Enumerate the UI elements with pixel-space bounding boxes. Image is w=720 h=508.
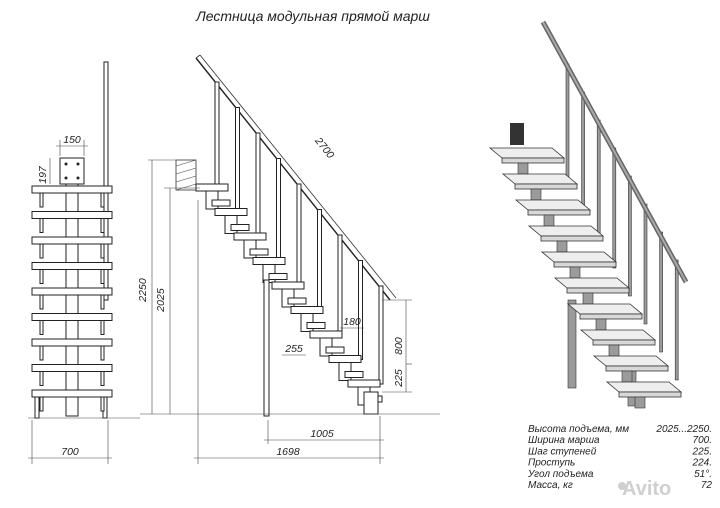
spec-value: 2025...2250.: [655, 424, 712, 435]
spec-value: 700.: [693, 435, 712, 446]
side-baluster: [358, 260, 363, 360]
side-step: [252, 257, 286, 265]
iso-step: [540, 251, 618, 279]
front-tread: [31, 262, 113, 270]
side-baluster: [276, 158, 281, 262]
side-baluster: [337, 234, 343, 336]
side-step: [233, 232, 267, 241]
watermark-text: Avito: [622, 478, 671, 500]
front-tread: [31, 185, 113, 194]
iso-step: [592, 355, 670, 383]
spec-label: Угол подъема: [527, 469, 594, 480]
spec-row: Угол подъема 51°.: [527, 469, 712, 480]
iso-post: [643, 203, 648, 325]
iso-step: [527, 225, 605, 253]
spec-value: 72: [701, 480, 713, 491]
watermark-logo-icon: [618, 482, 626, 490]
dim-700: 700: [61, 446, 79, 458]
iso-step: [488, 147, 566, 175]
dim-197: 197: [37, 165, 49, 184]
dim-1698: 1698: [276, 446, 300, 458]
side-baluster: [378, 285, 384, 385]
dim-225: 225: [393, 369, 405, 388]
spec-row: Проступь 224.: [528, 458, 712, 469]
handrail-post: [103, 61, 109, 301]
spec-label: Ширина марша: [528, 435, 600, 446]
front-tread: [31, 287, 113, 296]
iso-post: [581, 91, 585, 213]
side-baluster: [235, 107, 240, 213]
top-plate: [59, 157, 85, 185]
iso-post: [565, 63, 570, 185]
iso-steps: [488, 147, 683, 409]
iso-wall-plate: [510, 123, 524, 145]
side-step: [328, 355, 362, 363]
drawing-title: Лестница модульная прямой марш: [195, 8, 430, 24]
spec-label: Высота подъема, мм: [528, 424, 629, 435]
dim-180: 180: [343, 316, 361, 328]
front-tread: [31, 211, 113, 219]
iso-post: [612, 147, 617, 269]
iso-post: [674, 259, 679, 381]
wall-block: [175, 159, 197, 191]
front-treads: [31, 185, 113, 412]
spec-row: Шаг ступеней 225.: [528, 446, 712, 457]
iso-post: [659, 231, 663, 353]
iso-step: [605, 381, 683, 409]
iso-step: [579, 329, 657, 357]
dim-800: 800: [393, 337, 405, 355]
iso-step: [514, 199, 592, 227]
spec-label: Проступь: [528, 458, 575, 469]
front-tread: [31, 364, 113, 372]
front-tread: [31, 389, 113, 398]
side-view: 2250 2025 2700 180 255 800 225 1005 1698: [137, 54, 440, 464]
spec-value: 225.: [692, 446, 712, 457]
dim-2700: 2700: [312, 134, 337, 161]
side-step: [309, 330, 343, 339]
side-step: [195, 183, 229, 192]
spec-label: Масса, кг: [528, 480, 573, 491]
spec-row: Высота подъема, мм 2025...2250.: [528, 424, 712, 435]
iso-post: [628, 175, 632, 297]
dim-150: 150: [63, 134, 81, 146]
side-baluster: [255, 132, 261, 238]
front-view: 150 197 700: [28, 61, 140, 464]
spec-label: Шаг ступеней: [528, 446, 597, 457]
spec-row: Ширина марша 700.: [528, 435, 712, 446]
iso-step: [501, 173, 579, 201]
front-tread: [31, 338, 113, 347]
side-step: [347, 379, 381, 388]
spec-row: Масса, кг 72: [528, 480, 712, 491]
spec-value: 51°.: [694, 469, 712, 480]
dim-255: 255: [284, 343, 303, 355]
side-baluster: [296, 183, 302, 287]
dim-1005: 1005: [310, 428, 334, 440]
iso-post: [596, 119, 601, 241]
side-steps: [195, 183, 383, 406]
side-step: [290, 306, 324, 314]
dim-2250: 2250: [137, 278, 149, 303]
front-tread: [31, 236, 113, 245]
iso-step: [566, 303, 644, 331]
front-tread: [31, 313, 113, 321]
side-step: [271, 281, 305, 290]
dim-2025: 2025: [155, 288, 167, 313]
side-baluster: [214, 81, 220, 189]
side-step: [214, 208, 248, 216]
iso-step: [553, 277, 631, 305]
iso-view: [488, 20, 689, 409]
spec-value: 224.: [692, 458, 712, 469]
side-baluster: [317, 209, 322, 311]
